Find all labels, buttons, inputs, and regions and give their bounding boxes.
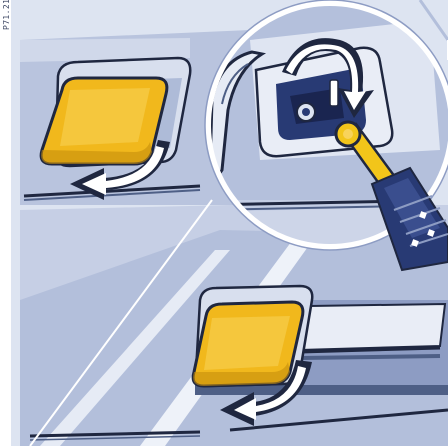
figure-code: P71.21? — [2, 0, 11, 30]
